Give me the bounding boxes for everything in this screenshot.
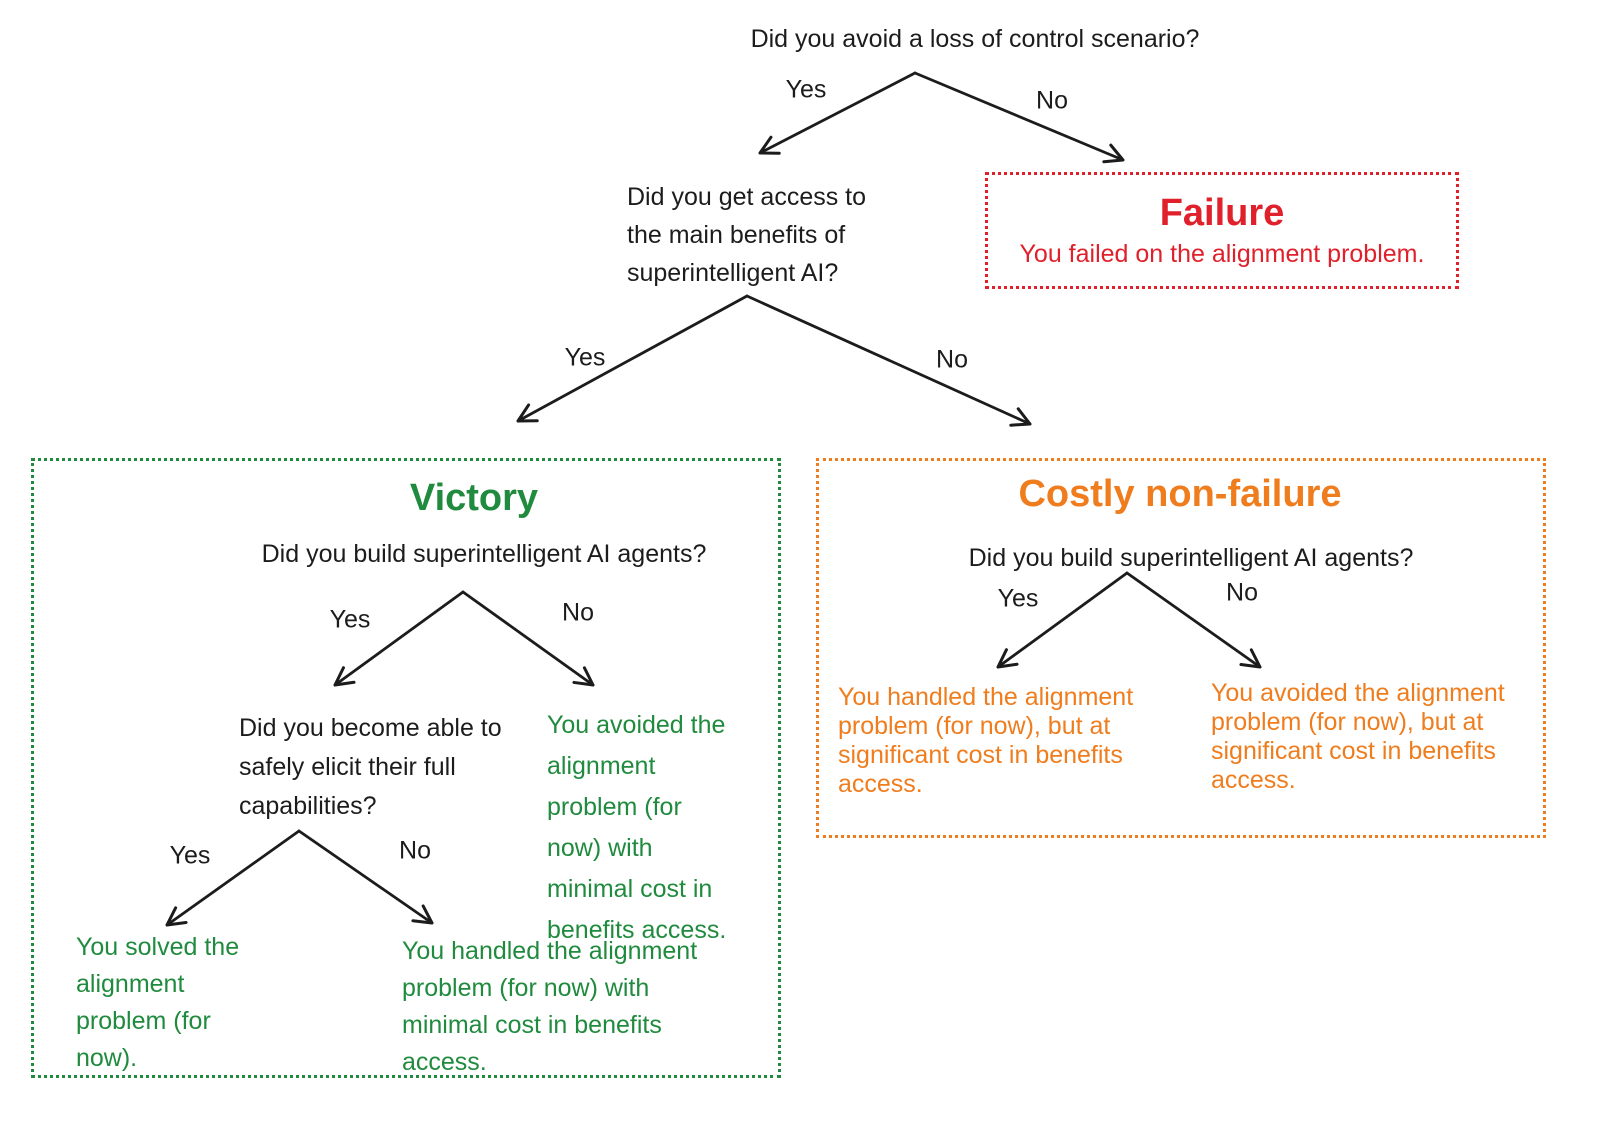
root-question: Did you avoid a loss of control scenario… [750, 25, 1200, 53]
victory-title: Victory [409, 477, 539, 519]
edge-benefits-yes [516, 294, 749, 423]
edge-root-no [913, 71, 1125, 164]
benefits-yes-label: Yes [564, 343, 606, 372]
costly-title: Costly non-failure [1018, 473, 1342, 515]
victory-agents-yes-label: Yes [329, 605, 371, 634]
costly-agents-no-label: No [1226, 578, 1258, 607]
victory-agents-no-label: No [562, 598, 594, 627]
failure-body: You failed on the alignment problem. [1019, 240, 1425, 268]
edge-elicit-no [297, 829, 434, 925]
edge-root-yes [758, 71, 917, 155]
costly-box: Costly non-failure Did you build superin… [816, 458, 1546, 838]
benefits-question: Did you get access to the main benefits … [627, 183, 867, 287]
edge-elicit-yes [165, 829, 301, 927]
elicit-yes-label: Yes [169, 841, 211, 870]
edge-costly-agents-yes [996, 571, 1129, 669]
costly-outcome-handled: You handled the alignment problem (for n… [838, 683, 1134, 798]
elicit-no-label: No [399, 836, 431, 865]
victory-outcome-avoided: You avoided the alignment problem (for n… [547, 711, 727, 944]
root-yes-label: Yes [785, 75, 827, 104]
edge-victory-agents-no [461, 590, 595, 687]
elicit-question: Did you become able to safely elicit the… [239, 714, 502, 820]
failure-title: Failure [1159, 192, 1285, 234]
failure-box: Failure You failed on the alignment prob… [985, 172, 1459, 289]
victory-agents-question: Did you build superintelligent AI agents… [261, 540, 707, 568]
victory-outcome-solved: You solved the alignment problem (for no… [76, 933, 240, 1072]
costly-agents-yes-label: Yes [997, 584, 1039, 613]
costly-agents-question: Did you build superintelligent AI agents… [968, 544, 1414, 572]
benefits-no-label: No [936, 345, 968, 374]
edge-costly-agents-no [1125, 571, 1262, 669]
costly-outcome-avoided: You avoided the alignment problem (for n… [1211, 679, 1505, 794]
edge-victory-agents-yes [333, 590, 465, 687]
edge-benefits-no [745, 294, 1032, 427]
victory-box: Victory Did you build superintelligent A… [31, 458, 781, 1078]
victory-outcome-handled: You handled the alignment problem (for n… [402, 937, 698, 1076]
root-no-label: No [1036, 86, 1068, 115]
